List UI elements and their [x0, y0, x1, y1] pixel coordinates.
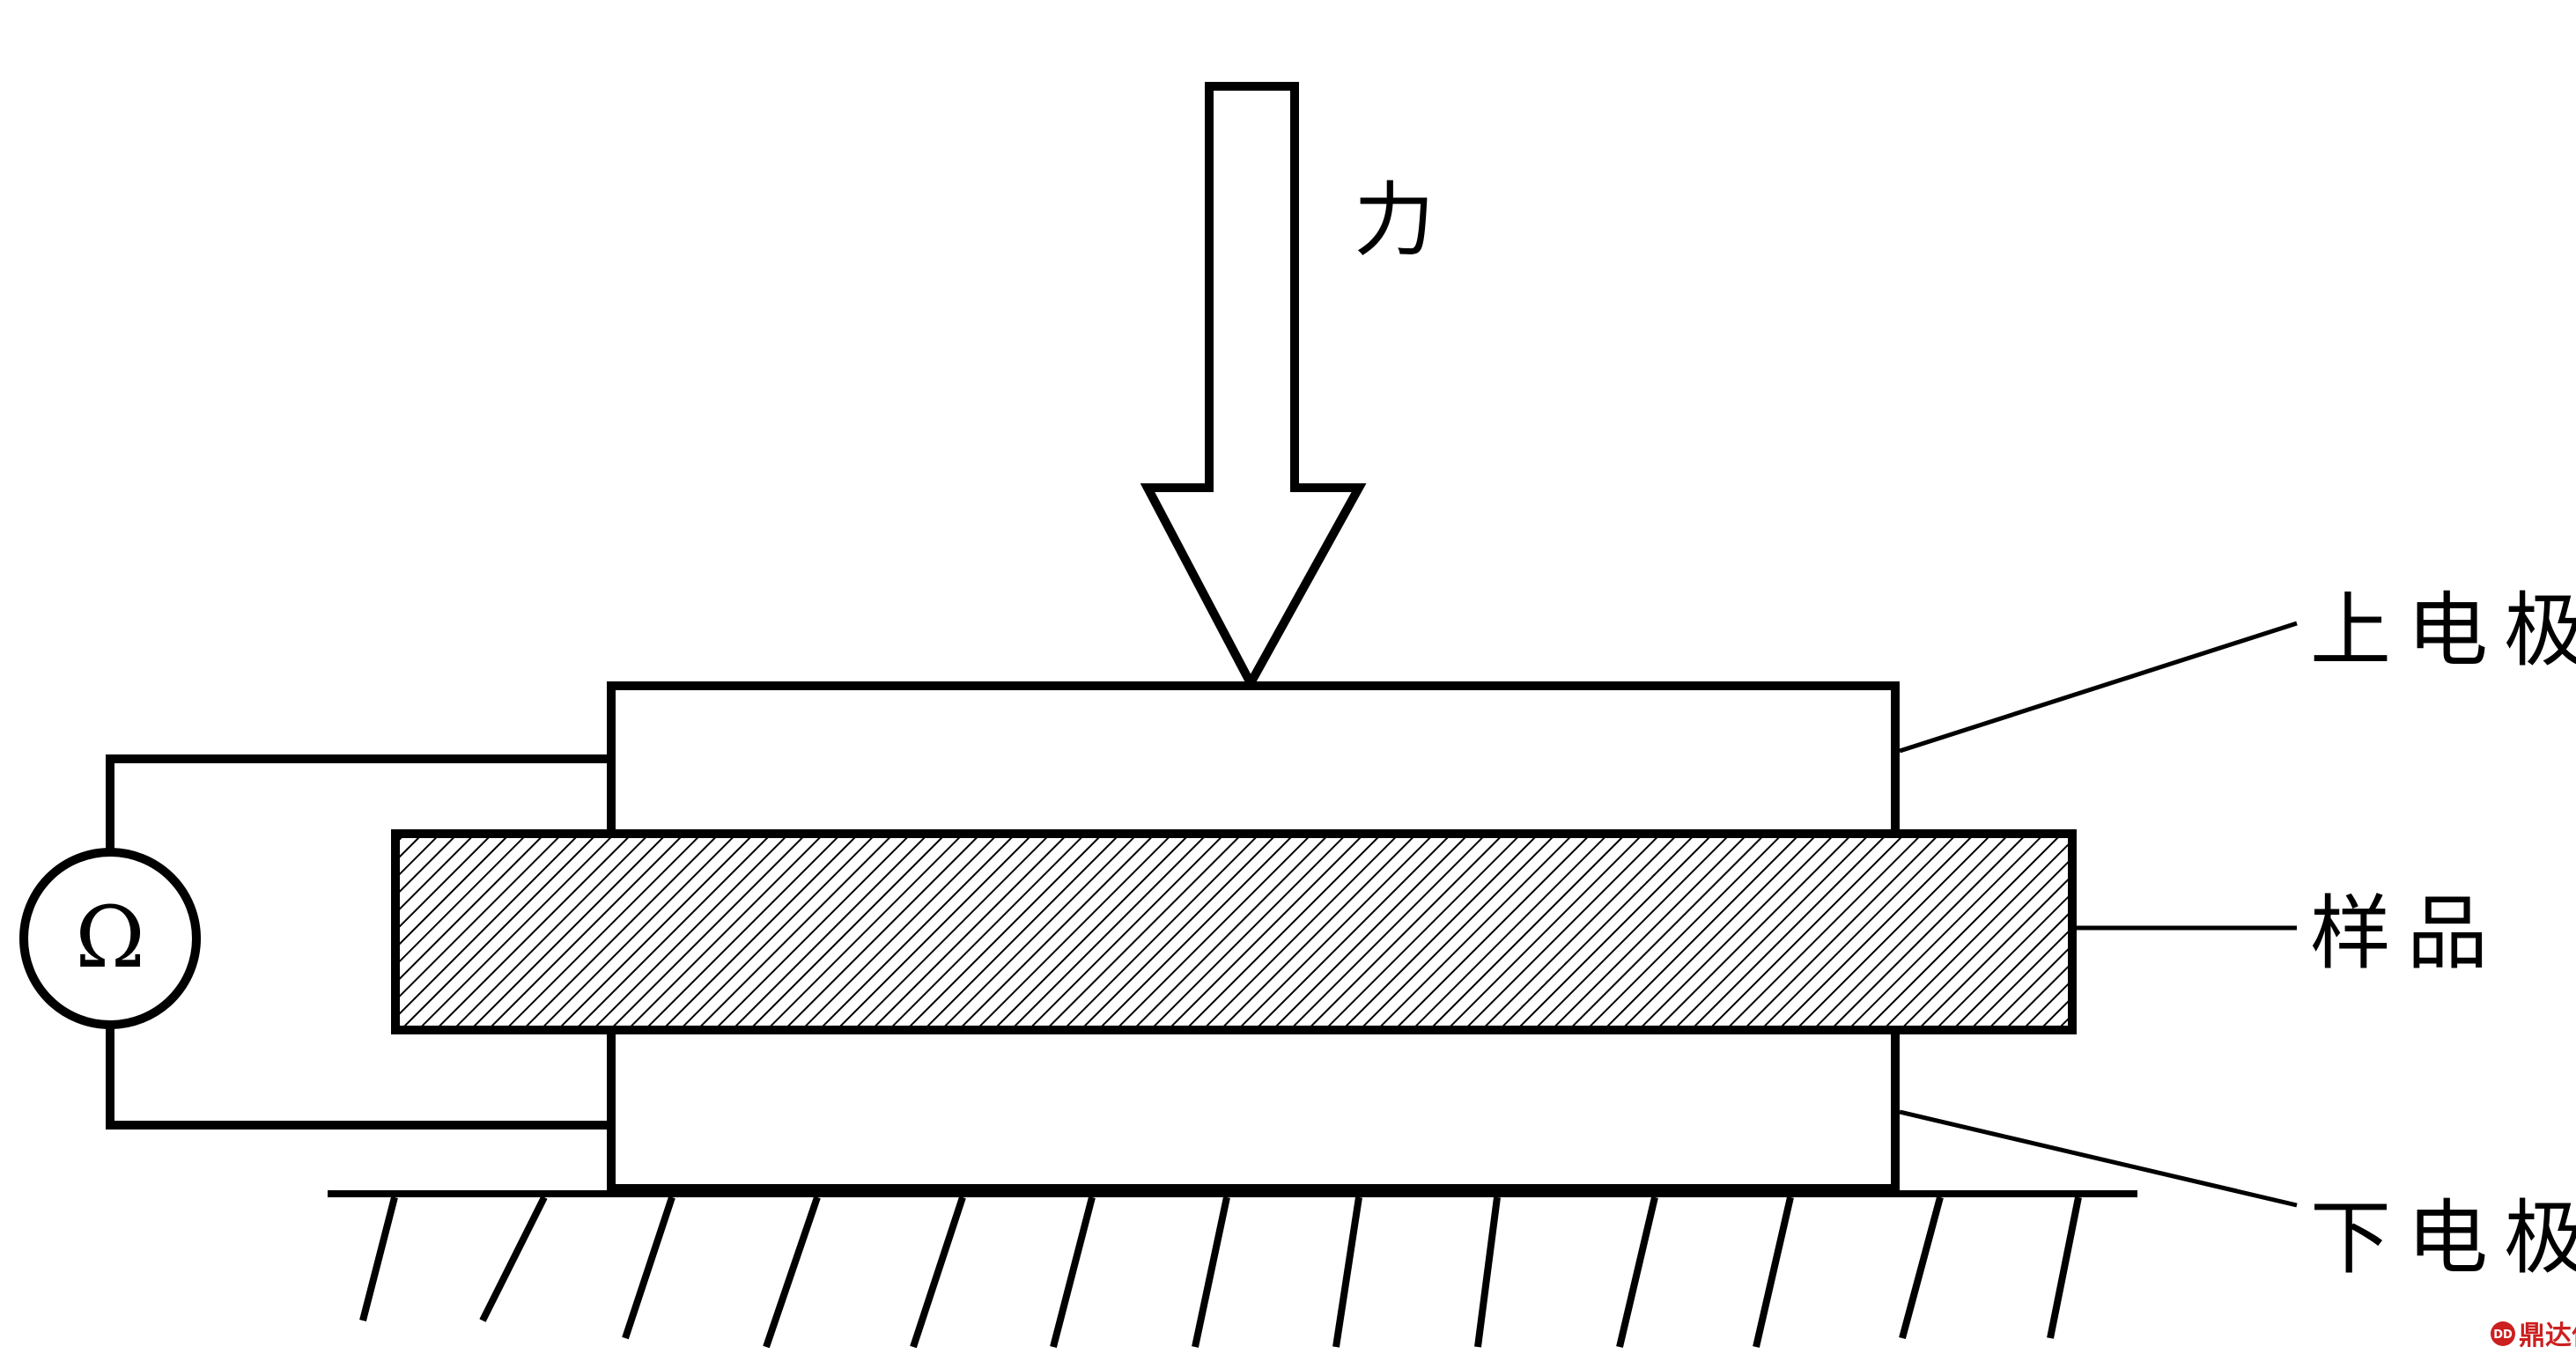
ground-hatch — [359, 1196, 2082, 1349]
wire-lower — [106, 1024, 611, 1130]
force-arrow — [1140, 82, 1367, 693]
watermark-badge: DD — [2493, 1328, 2513, 1342]
watermark-logo-icon — [2491, 1321, 2515, 1346]
leader-upper-electrode — [1899, 621, 2298, 754]
watermark: DD 鼎达信 — [2491, 1321, 2576, 1351]
force-label: 力 — [1354, 173, 1435, 268]
watermark-text: 鼎达信 — [2519, 1321, 2576, 1351]
ohm-symbol: Ω — [75, 888, 145, 987]
lower-electrode-label: 下电极 — [2310, 1191, 2576, 1285]
ohmmeter-circle — [19, 848, 201, 1029]
lower-electrode — [607, 1026, 1900, 1193]
sample-layer — [391, 829, 2077, 1034]
upper-electrode-label: 上电极 — [2310, 584, 2576, 678]
wire-upper — [106, 754, 611, 852]
upper-electrode — [607, 681, 1900, 838]
sample-label: 样品 — [2310, 887, 2504, 981]
leader-lower-electrode — [1899, 1109, 2298, 1208]
